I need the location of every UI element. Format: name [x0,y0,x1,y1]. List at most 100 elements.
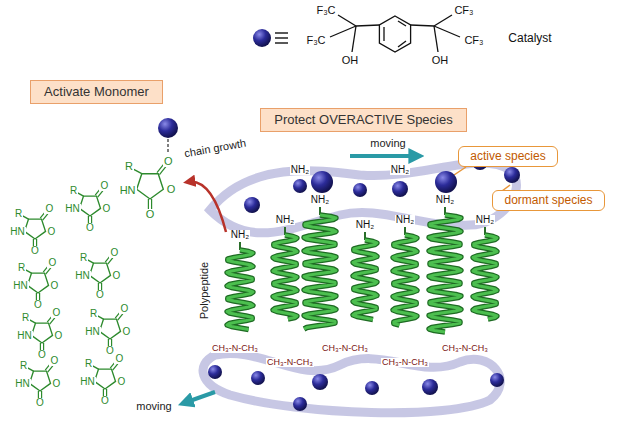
catalyst-sphere [312,374,328,390]
initiator-label: CH₃-N-CH₃ [441,344,489,353]
amine-label: NH₂ [395,215,415,225]
box-text: Activate Monomer [44,85,149,99]
monomer-atom: HN [14,379,30,389]
catalyst-sphere [293,179,307,193]
amine-label: NH₂ [435,195,455,205]
monomer-atom: O [122,327,132,337]
atom-label: CF₃ [453,5,474,16]
process-label: chain growth [182,137,247,159]
amine-label: NH₂ [475,215,495,225]
catalyst-sphere [435,171,457,193]
monomer-atom: O [95,290,105,300]
monomer-atom: O [54,331,64,341]
catalyst-molecule [330,15,460,52]
box-text: Protect OVERACTIVE Species [274,113,452,127]
monomer-atom: O [33,300,43,310]
box-text: dormant species [504,194,592,207]
leader-line [454,167,466,175]
catalyst-label: Catalyst [507,32,552,44]
motion-label: moving [369,138,406,149]
helix-coil [429,215,461,332]
monomer-atom: R [19,361,28,371]
monomer-atom: R [124,161,134,172]
activation-bond [167,139,169,152]
helix-coil [393,235,417,325]
helix-coil [227,250,253,330]
monomer-atom: O [47,227,57,237]
monomer-ring [80,196,101,216]
top-loop [210,163,516,233]
monomer-atom: HN [119,185,137,196]
monomer-atom: O [49,356,59,366]
helix-coil [227,250,253,330]
monomer-atom: O [44,204,54,214]
header-box: Activate Monomer [30,80,163,104]
helix-coil [473,235,497,319]
monomer-atom: HN [74,271,90,281]
monomer-atom: O [114,354,124,364]
monomer-atom: R [14,209,23,219]
catalyst-symbol [253,29,288,47]
initiator-label: CH₃-N-CH₃ [211,344,259,353]
catalyst-sphere [293,397,307,411]
motion-label: moving [135,401,172,412]
initiator-label: CH₃-N-CH₃ [266,358,314,367]
polypeptide-label: Polypeptide [200,260,211,320]
helix-coil [353,240,377,320]
monomer-atom: O [117,377,127,387]
helix-coil [304,215,336,329]
monomer-atom: O [47,258,57,268]
bottom-loop [203,353,500,412]
catalyst-sphere [208,365,222,379]
monomer-atom: HN [64,204,80,214]
header-box: Protect OVERACTIVE Species [260,108,467,132]
monomer-atom: O [85,223,95,233]
monomer-atom: O [163,156,174,167]
callout-box: dormant species [492,190,605,211]
chain-growth-arrow [188,182,226,232]
catalyst-sphere [353,183,367,197]
monomer-atom: O [50,281,60,291]
amine-label: NH₂ [390,165,410,175]
box-text: active species [470,150,545,163]
helix-coil [304,215,336,329]
catalyst-sphere [392,181,408,197]
helix-coil [429,215,461,332]
amine-label: NH₂ [310,195,330,205]
monomer-atom: O [100,396,110,406]
helix-coil [273,235,297,319]
monomer-atom: R [17,263,26,273]
monomer-atom: HN [79,377,95,387]
catalyst-sphere [365,381,379,395]
monomer-ring [28,273,49,293]
monomer-atom: O [112,271,122,281]
moving-arrow [184,392,215,403]
monomer-ring [137,174,164,199]
monomer-atom: O [166,184,177,195]
moving-arrow [350,154,418,158]
amine-label: NH₂ [230,230,250,240]
catalyst-sphere [311,171,333,193]
monomer-ring [100,319,121,339]
atom-label: F₃C [315,5,336,16]
monomer-atom: R [69,186,78,196]
catalyst-sphere [490,373,504,387]
amine-label: NH₂ [355,220,375,230]
monomer-atom: O [35,398,45,408]
monomer-atom: R [84,359,93,369]
helix-coil [353,240,377,320]
monomer-atom: O [102,204,112,214]
monomer-atom: R [89,309,98,319]
monomer-atom: O [37,350,47,360]
initiator-label: CH₃-N-CH₃ [381,358,429,367]
catalyst-sphere [422,379,438,395]
catalyst-sphere [158,118,178,138]
monomer-atom: O [99,181,109,191]
monomer-atom: O [109,248,119,258]
atom-label: OH [431,55,450,66]
monomer-atom: HN [84,327,100,337]
monomer-atom: R [79,253,88,263]
monomer-atom: O [119,304,129,314]
monomer-ring [32,323,53,343]
monomer-atom: O [52,379,62,389]
